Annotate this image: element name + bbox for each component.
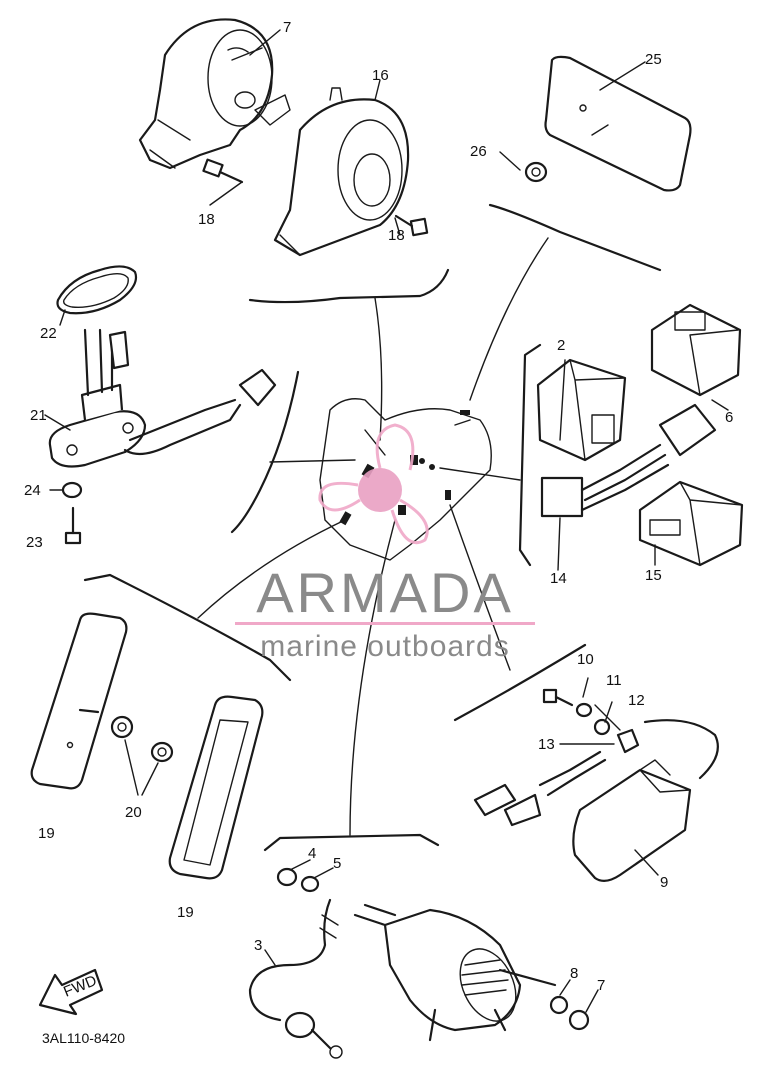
washer-part-11 (575, 702, 593, 718)
callout-label: 20 (125, 804, 142, 821)
callout-label: 26 (470, 143, 487, 160)
callout-label: 14 (550, 570, 567, 587)
callout-label: 8 (570, 965, 578, 982)
diagram-code: 3AL110-8420 (42, 1030, 125, 1046)
rectifier-part-9 (473, 719, 719, 882)
callout-label: 18 (198, 211, 215, 228)
callout-label: 15 (645, 567, 662, 584)
callout-label: 11 (606, 672, 622, 689)
group-bracket-relays (518, 343, 542, 567)
callout-label: 21 (30, 407, 47, 424)
connector-part-14 (540, 403, 717, 518)
group-bracket-reflectors (83, 573, 292, 682)
group-bracket-starter (263, 833, 440, 852)
propeller-hub-icon (358, 468, 402, 512)
collar-part-13 (616, 728, 640, 754)
nut-part-7-lower (568, 1009, 590, 1031)
washer-part-5 (300, 875, 320, 893)
horn-part-16 (273, 87, 410, 257)
nut-part-20b (150, 741, 174, 763)
cable-part-3 (248, 898, 343, 1059)
callout-label: 5 (333, 855, 341, 872)
callout-label: 25 (645, 51, 662, 68)
group-bracket-sender (230, 370, 300, 534)
watermark-title: ARMADA (256, 561, 514, 624)
sender-part-21 (48, 328, 277, 468)
nut-part-20a (110, 715, 134, 739)
bolt-part-10 (542, 688, 574, 707)
boat-outline (319, 398, 492, 561)
callout-label: 22 (40, 325, 57, 342)
bolt-part-18-right (394, 214, 429, 237)
bolt-part-18-left (202, 158, 244, 184)
group-bracket-cover (488, 203, 662, 272)
horn-part-7 (138, 18, 291, 170)
callout-label: 7 (283, 19, 291, 36)
group-bracket-rectifier (453, 643, 587, 722)
callout-label: 4 (308, 845, 316, 862)
callout-label: 2 (557, 337, 565, 354)
callout-label: 7 (597, 977, 605, 994)
callout-label: 19 (177, 904, 194, 921)
screw-part-23 (64, 506, 82, 545)
relay-part-15 (638, 480, 744, 567)
washer-part-24 (49, 481, 83, 499)
callout-label: 13 (538, 736, 555, 753)
callout-label: 3 (254, 937, 262, 954)
propeller-blade-icon (318, 423, 429, 545)
gasket-part-22 (56, 265, 138, 315)
callout-label: 23 (26, 534, 43, 551)
leader-lines (44, 29, 729, 1013)
nut-part-26 (524, 161, 548, 183)
callout-label: 10 (577, 651, 594, 668)
reflector-part-19-right (168, 695, 264, 880)
fwd-arrow-icon: FWD (38, 968, 104, 1016)
watermark-logo (318, 423, 429, 545)
callout-label: 16 (372, 67, 389, 84)
reflector-part-19-left (30, 612, 128, 790)
callout-label: 12 (628, 692, 645, 709)
solenoid-body (353, 903, 557, 1042)
callout-label: 9 (660, 874, 668, 891)
relay-part-6 (650, 303, 742, 397)
washer-part-8 (549, 995, 569, 1015)
group-bracket-horns (248, 268, 450, 304)
cover-part-25 (544, 55, 692, 192)
watermark-subtitle: marine outboards (260, 630, 509, 663)
relay-part-2 (536, 358, 627, 462)
callout-labels: 7 16 25 26 18 18 22 21 24 23 2 6 14 15 1… (24, 19, 733, 994)
washer-part-12 (593, 718, 611, 736)
callout-label: 24 (24, 482, 41, 499)
callout-label: 19 (38, 825, 55, 842)
leader-20 (124, 739, 159, 796)
watermark-divider (235, 622, 535, 625)
callout-label: 6 (725, 409, 733, 426)
callout-label: 18 (388, 227, 405, 244)
nut-part-4 (276, 867, 298, 887)
